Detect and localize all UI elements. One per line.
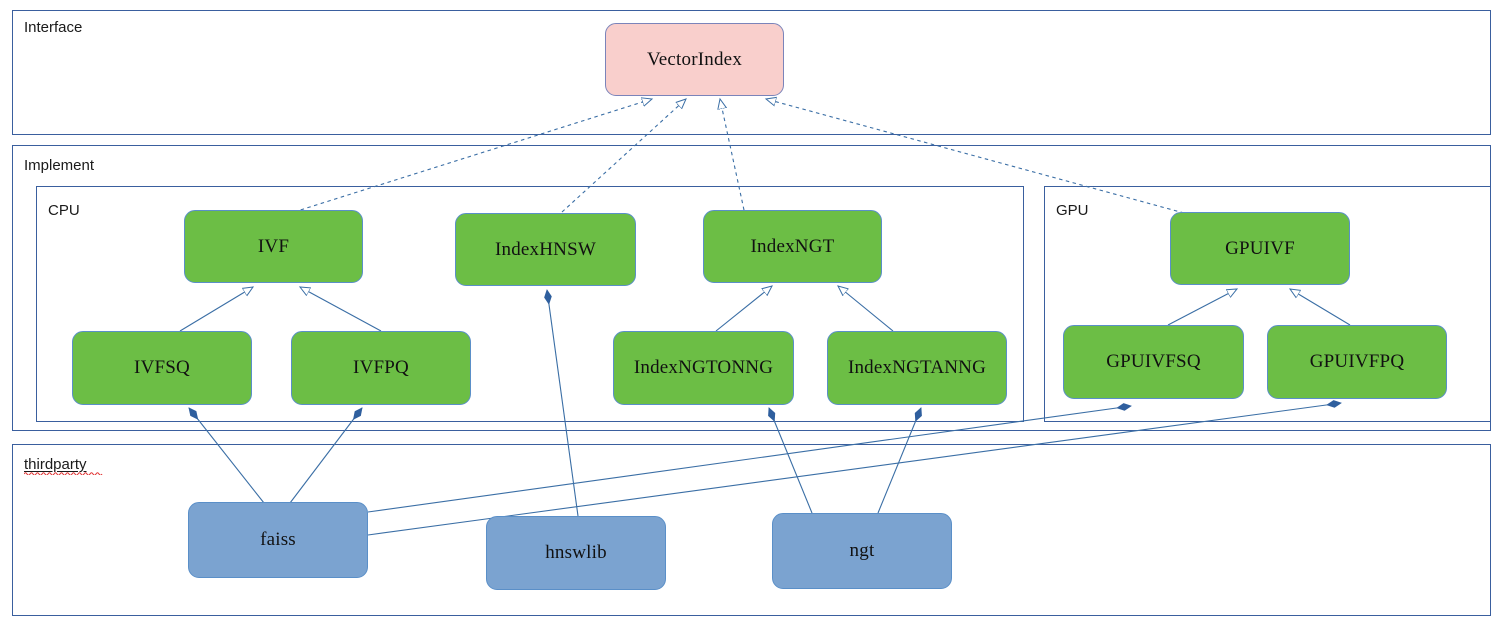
node-ivf[interactable]: IVF (184, 210, 363, 283)
node-indexhnsw[interactable]: IndexHNSW (455, 213, 636, 286)
node-gpuivf[interactable]: GPUIVF (1170, 212, 1350, 285)
group-label-thirdparty: thirdparty (24, 456, 87, 473)
group-label-cpu: CPU (48, 202, 80, 219)
node-vectorindex[interactable]: VectorIndex (605, 23, 784, 96)
group-label-gpu: GPU (1056, 202, 1089, 219)
node-ivfpq[interactable]: IVFPQ (291, 331, 471, 405)
group-interface[interactable] (12, 10, 1491, 135)
node-indexngt[interactable]: IndexNGT (703, 210, 882, 283)
node-faiss[interactable]: faiss (188, 502, 368, 578)
group-label-interface: Interface (24, 19, 83, 36)
node-ngt[interactable]: ngt (772, 513, 952, 589)
node-ivfsq[interactable]: IVFSQ (72, 331, 252, 405)
node-hnswlib[interactable]: hnswlib (486, 516, 666, 590)
node-indexngtanng[interactable]: IndexNGTANNG (827, 331, 1007, 405)
group-label-implement: Implement (24, 157, 95, 174)
node-gpuivfsq[interactable]: GPUIVFSQ (1063, 325, 1244, 399)
node-gpuivfpq[interactable]: GPUIVFPQ (1267, 325, 1447, 399)
node-indexngtonng[interactable]: IndexNGTONNG (613, 331, 794, 405)
